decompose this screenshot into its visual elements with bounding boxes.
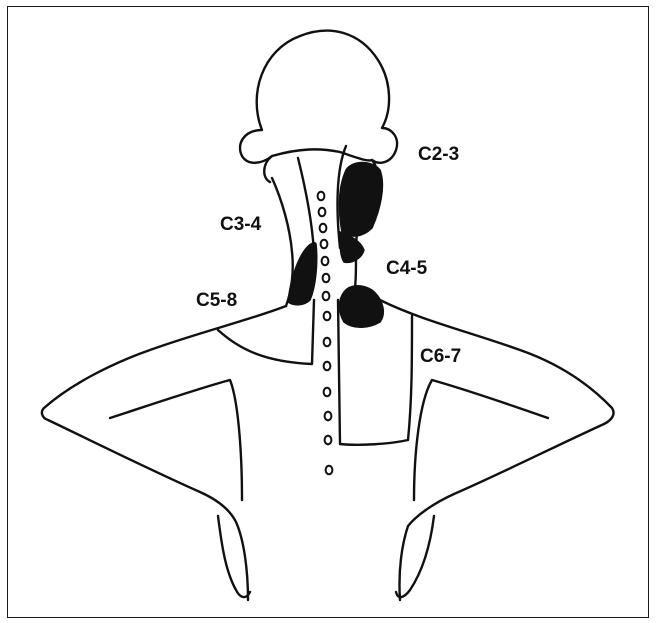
label-c4-5: C4-5 <box>386 258 428 279</box>
c2-3-zone <box>339 163 382 237</box>
label-c6-7: C6-7 <box>420 346 461 367</box>
neck-inner-left <box>298 158 314 252</box>
vertebra-dot <box>324 338 331 346</box>
vertebra-dot <box>319 208 326 216</box>
vertebra-dot <box>322 257 329 265</box>
spinous-processes <box>318 192 333 474</box>
vertebra-dot <box>325 436 332 444</box>
head-outline <box>240 31 397 163</box>
vertebra-dot <box>323 292 330 300</box>
label-c3-4: C3-4 <box>220 214 262 235</box>
vertebra-dot <box>321 240 328 248</box>
vertebra-dot <box>320 224 327 232</box>
vertebra-dot <box>318 192 325 200</box>
vertebra-dot <box>323 274 330 282</box>
vertebra-dot <box>326 466 333 474</box>
vertebra-dot <box>324 312 331 320</box>
vertebra-dot <box>325 412 332 420</box>
vertebra-dot <box>324 362 331 370</box>
label-c5-8: C5-8 <box>196 290 237 311</box>
c4-5-zone-lower <box>340 286 384 328</box>
label-c2-3: C2-3 <box>418 144 459 165</box>
vertebra-dot <box>324 388 331 396</box>
